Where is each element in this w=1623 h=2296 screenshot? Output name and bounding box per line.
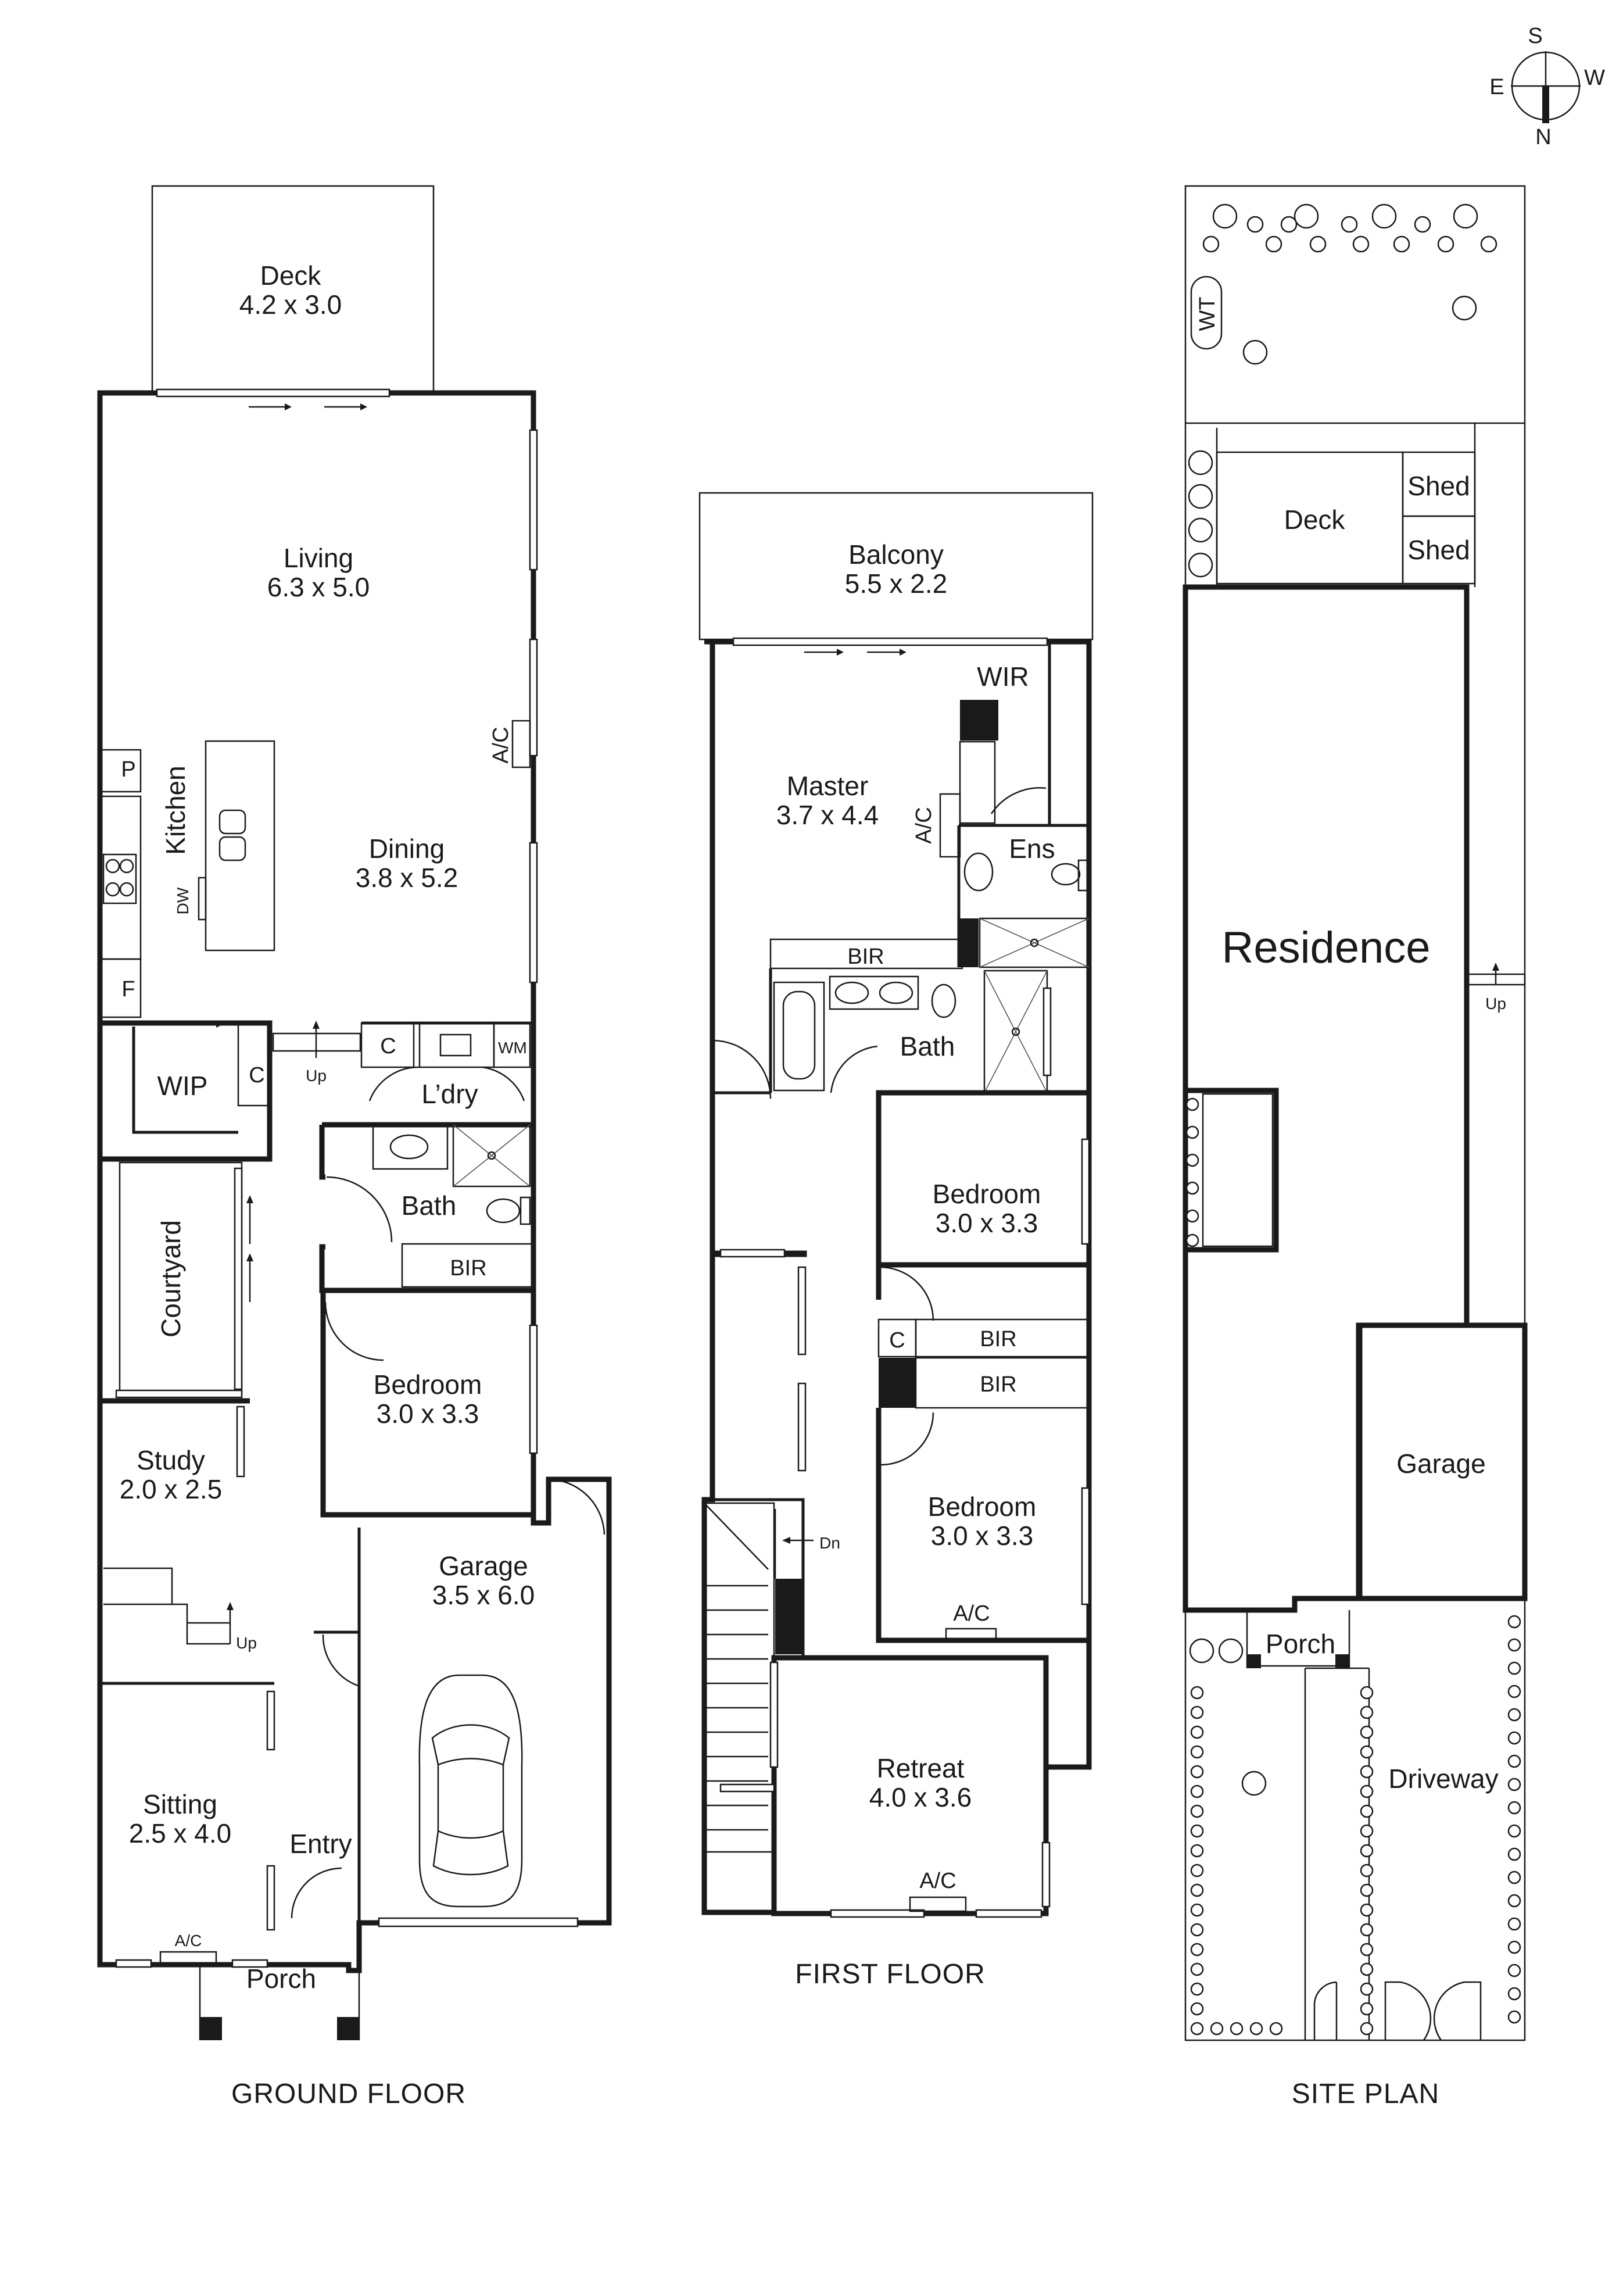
balcony-label: Balcony bbox=[848, 539, 944, 570]
pantry-label: P bbox=[121, 757, 135, 782]
first-floor-caption: FIRST FLOOR bbox=[795, 1959, 985, 1990]
compass-east: E bbox=[1489, 75, 1504, 99]
dishwasher-label: DW bbox=[174, 887, 192, 914]
living-label: Living bbox=[284, 543, 353, 573]
compass-north: N bbox=[1535, 125, 1551, 149]
up-main-label: Up bbox=[306, 1067, 327, 1085]
site-boundary bbox=[1184, 185, 1526, 2041]
bir2-label: BIR bbox=[980, 1327, 1016, 1351]
master-ac-label: A/C bbox=[912, 807, 936, 843]
ground-floor-caption: GROUND FLOOR bbox=[231, 2079, 466, 2109]
sitting-size: 2.5 x 4.0 bbox=[129, 1818, 231, 1848]
retreat-label: Retreat bbox=[877, 1753, 965, 1783]
garage-label: Garage bbox=[439, 1551, 528, 1581]
porch-label: Porch bbox=[246, 1964, 316, 1994]
tree-border-front bbox=[1190, 1615, 1521, 2036]
kitchen-label: Kitchen bbox=[160, 766, 191, 854]
compass-west: W bbox=[1584, 66, 1605, 90]
dining-label: Dining bbox=[369, 834, 445, 864]
driveway-label: Driveway bbox=[1388, 1764, 1498, 1794]
laundry-cupboard-label: C bbox=[380, 1034, 396, 1058]
wir-label: WIR bbox=[977, 661, 1029, 692]
bath-label: Bath bbox=[900, 1031, 955, 1061]
ensuite-label: Ens bbox=[1009, 834, 1055, 864]
deck-label: Deck bbox=[260, 260, 322, 291]
balcony-size: 5.5 x 2.2 bbox=[845, 568, 947, 599]
bedroom2-label: Bedroom bbox=[928, 1492, 1037, 1522]
fridge-label: F bbox=[121, 977, 135, 1002]
compass: S E W N bbox=[1489, 24, 1605, 149]
bedroom-label: Bedroom bbox=[374, 1369, 482, 1400]
wip-label: WIP bbox=[157, 1071, 208, 1101]
tree-row-top bbox=[1202, 203, 1497, 365]
site-porch-label: Porch bbox=[1266, 1629, 1335, 1659]
entry-label: Entry bbox=[289, 1829, 352, 1859]
bedroom1-label: Bedroom bbox=[933, 1179, 1041, 1209]
sitting-ac-label: A/C bbox=[175, 1932, 202, 1950]
garage-size: 3.5 x 6.0 bbox=[432, 1580, 535, 1610]
residence-label: Residence bbox=[1221, 923, 1430, 972]
kitchen-island bbox=[205, 740, 275, 952]
site-deck-label: Deck bbox=[1284, 505, 1346, 535]
retreat-size: 4.0 x 3.6 bbox=[869, 1782, 972, 1812]
bedroom2-ac-label: A/C bbox=[953, 1601, 990, 1626]
site-garage bbox=[1356, 1322, 1528, 1601]
sitting-label: Sitting bbox=[143, 1789, 217, 1819]
master-size: 3.7 x 4.4 bbox=[776, 800, 879, 830]
courtyard-label: Courtyard bbox=[156, 1220, 186, 1337]
bedroom1-size: 3.0 x 3.3 bbox=[936, 1208, 1038, 1238]
car-icon bbox=[418, 1674, 523, 1908]
shed-1-label: Shed bbox=[1407, 471, 1470, 501]
cupboard-label: C bbox=[889, 1328, 905, 1353]
bedroom-size: 3.0 x 3.3 bbox=[377, 1399, 479, 1429]
dining-size: 3.8 x 5.2 bbox=[356, 863, 458, 893]
bir3-label: BIR bbox=[980, 1372, 1016, 1397]
stair-down-label: Dn bbox=[819, 1534, 840, 1552]
ground-floor: P F DW Kitchen A/C Living 6.3 x 5.0 Dini… bbox=[97, 185, 612, 2040]
cupboard-label: C bbox=[249, 1063, 264, 1088]
tree-row-residence bbox=[1185, 1097, 1199, 1247]
ground-outer-wall bbox=[97, 390, 612, 1973]
living-size: 6.3 x 5.0 bbox=[267, 572, 370, 602]
stair-up-label: Up bbox=[236, 1634, 257, 1652]
laundry-label: L’dry bbox=[421, 1079, 478, 1109]
bath-label: Bath bbox=[402, 1190, 457, 1221]
first-outer-wall bbox=[701, 639, 1092, 1915]
shed-2-label: Shed bbox=[1407, 535, 1470, 565]
study-label: Study bbox=[137, 1445, 205, 1475]
master-label: Master bbox=[787, 771, 869, 801]
study-size: 2.0 x 2.5 bbox=[120, 1474, 222, 1504]
bedroom2-size: 3.0 x 3.3 bbox=[931, 1521, 1033, 1551]
deck-size: 4.2 x 3.0 bbox=[239, 289, 342, 320]
site-plan-caption: SITE PLAN bbox=[1292, 2079, 1439, 2109]
living-ac-label: A/C bbox=[489, 727, 513, 763]
tree-row-west bbox=[1188, 450, 1213, 578]
retreat-ac-label: A/C bbox=[919, 1869, 956, 1893]
water-tank-label: WT bbox=[1195, 296, 1220, 331]
first-floor: Balcony 5.5 x 2.2 WIR A/C Master 3.7 x 4… bbox=[698, 492, 1094, 1918]
master-bir-label: BIR bbox=[847, 945, 884, 969]
water-tank bbox=[1190, 276, 1223, 350]
bir-label: BIR bbox=[450, 1256, 486, 1281]
washer-label: WM bbox=[498, 1039, 527, 1057]
compass-south: S bbox=[1528, 24, 1542, 48]
site-garage-label: Garage bbox=[1396, 1449, 1485, 1479]
site-plan: WT Deck Shed Shed Up Resi bbox=[1183, 185, 1528, 2041]
site-up-label: Up bbox=[1485, 995, 1506, 1013]
